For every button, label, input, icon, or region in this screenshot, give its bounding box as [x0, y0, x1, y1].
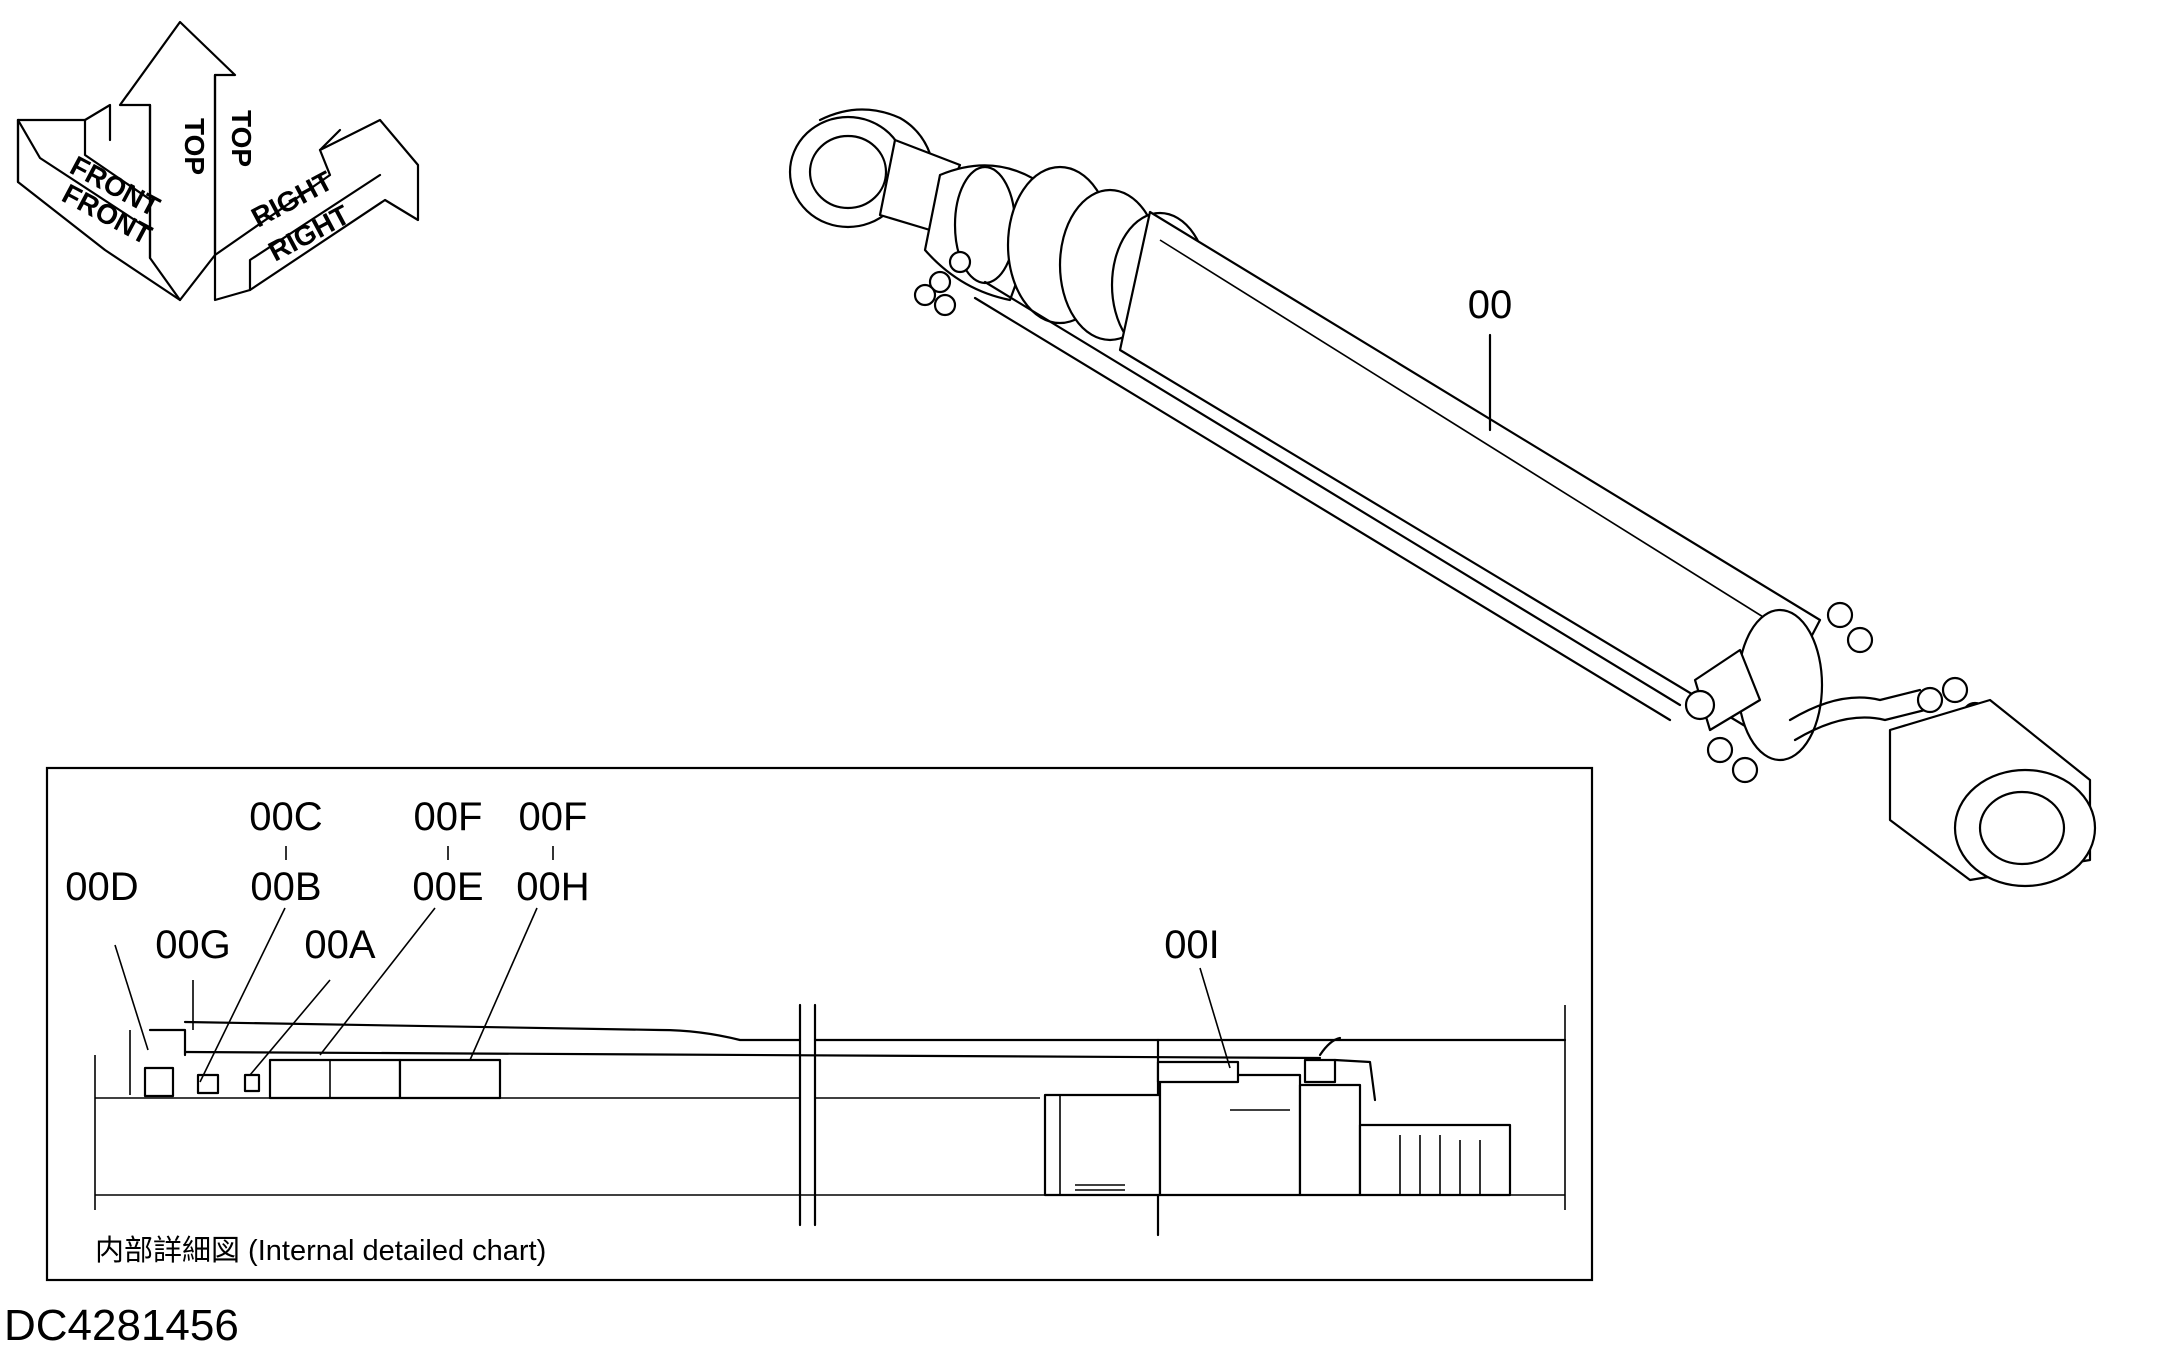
- part-label-00f-left: 00F: [414, 795, 483, 839]
- detail-leaders: [114, 846, 1231, 1083]
- part-label-00b: 00B: [250, 865, 321, 909]
- detail-frame: [45, 766, 1594, 1282]
- part-label-00e: 00E: [412, 865, 483, 909]
- part-label-00i: 00I: [1164, 923, 1220, 967]
- hydraulic-cylinder-drawing: 00: [788, 108, 2097, 888]
- part-label-00a: 00A: [304, 923, 375, 967]
- part-label-00d: 00D: [65, 865, 138, 909]
- part-label-00c: 00C: [249, 795, 322, 839]
- part-label-00f-right: 00F: [519, 795, 588, 839]
- detail-panel: 00C 00B 00D 00G 00A 00F 00E 00F 00H 00I …: [45, 766, 1594, 1282]
- top-label-left: TOP: [179, 118, 210, 175]
- part-label-00h: 00H: [516, 865, 589, 909]
- part-label-00g: 00G: [155, 923, 231, 967]
- part-label-00: 00: [1468, 283, 1513, 327]
- top-label-right: TOP: [226, 110, 257, 167]
- detail-caption: 内部詳細図 (Internal detailed chart): [95, 1234, 546, 1267]
- orientation-icon: FRONT FRONT TOP TOP RIGHT RIGHT: [16, 20, 420, 302]
- document-id: DC4281456: [4, 1301, 239, 1345]
- cross-section-drawing: [94, 1003, 1567, 1237]
